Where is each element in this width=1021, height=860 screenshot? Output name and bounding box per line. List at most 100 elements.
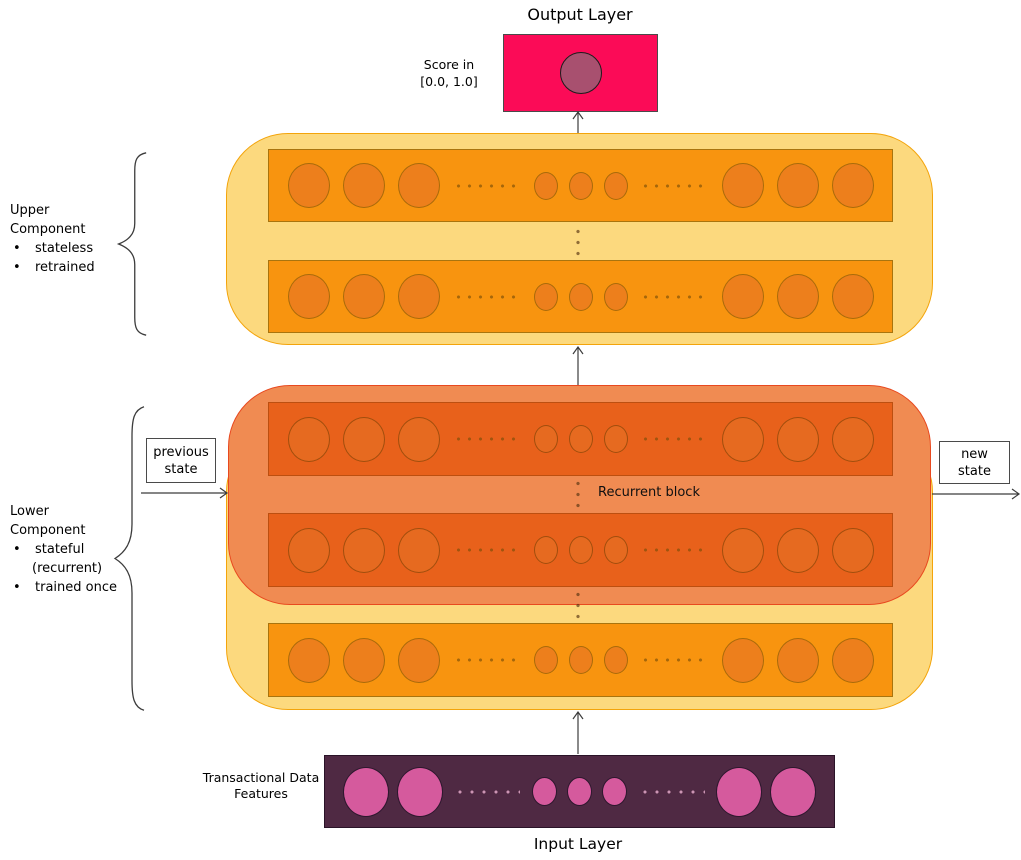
neuron (342, 274, 385, 319)
neuron (287, 416, 330, 462)
arrow-previous-state (141, 487, 229, 499)
neuron (397, 766, 443, 817)
neuron (397, 637, 440, 683)
lower-bullet2-text: trained once (35, 580, 117, 595)
layer-ellipsis-dots (576, 589, 580, 621)
neuron (343, 766, 389, 817)
features-line2: Features (234, 786, 288, 801)
lower-component-brace (107, 402, 147, 715)
neuron (603, 536, 628, 564)
input-layer-box (324, 755, 835, 828)
neuron (397, 527, 440, 573)
neuron (776, 416, 819, 462)
hidden-layer (268, 623, 893, 697)
upper-title-line1: Upper (10, 203, 50, 218)
output-layer-title: Output Layer (527, 5, 633, 24)
input-features-label: Transactional Data Features (198, 770, 324, 802)
arrow-lower-to-upper (572, 345, 584, 385)
bullet-icon: • (13, 260, 21, 275)
features-line1: Transactional Data (202, 770, 320, 785)
neuron (397, 416, 440, 462)
neuron (287, 163, 330, 208)
lower-title-line1: Lower (10, 504, 49, 519)
layer-ellipsis-dots (576, 478, 580, 509)
arrow-new-state (932, 488, 1021, 500)
neuron (721, 527, 764, 573)
upper-title-line2: Component (10, 222, 86, 237)
neuron (603, 646, 628, 674)
neuron (568, 536, 593, 564)
neuron-row (269, 150, 892, 221)
ellipsis-dots (453, 437, 521, 441)
neuron (770, 766, 816, 817)
bullet-icon: • (13, 542, 21, 557)
output-layer-box (503, 34, 658, 112)
previous-state-line1: previous (153, 444, 209, 460)
upper-bullet1: • stateless (10, 239, 128, 258)
ellipsis-dots (639, 789, 705, 794)
neuron (603, 171, 628, 200)
lower-title-line2: Component (10, 523, 86, 538)
score-range-label: Score in [0.0, 1.0] (405, 56, 493, 90)
lower-component-label: Lower Component • stateful (recurrent) •… (10, 502, 128, 597)
neuron (342, 416, 385, 462)
neuron (533, 171, 558, 200)
neuron (603, 425, 628, 453)
neuron (568, 425, 593, 453)
neuron (831, 637, 874, 683)
neuron (568, 646, 593, 674)
new-state-box: new state (939, 441, 1010, 484)
lower-bullet1-text: stateful (35, 542, 85, 557)
ellipsis-dots (453, 183, 521, 188)
lower-bullet1-continuation: (recurrent) (32, 561, 103, 576)
layer-ellipsis-dots (576, 226, 580, 257)
ellipsis-dots (640, 183, 708, 188)
neuron (533, 425, 558, 453)
ellipsis-dots (640, 294, 708, 299)
lower-bullet1: • stateful (10, 540, 128, 559)
neuron (776, 163, 819, 208)
recurrent-layer (268, 513, 893, 587)
new-state-line1: new (961, 446, 988, 462)
ellipsis-dots (453, 548, 521, 552)
neuron (342, 527, 385, 573)
score-label-line2: [0.0, 1.0] (420, 74, 478, 89)
bullet-icon: • (13, 241, 21, 256)
neuron (533, 282, 558, 311)
input-layer-title: Input Layer (533, 835, 623, 853)
neuron (831, 527, 874, 573)
new-state-line2: state (958, 463, 991, 479)
hidden-layer (268, 149, 893, 222)
neuron (397, 163, 440, 208)
neuron (533, 536, 558, 564)
output-neuron (559, 52, 602, 94)
neuron (342, 163, 385, 208)
neuron (716, 766, 762, 817)
neuron (287, 274, 330, 319)
recurrent-block-label: Recurrent block (598, 485, 700, 500)
ellipsis-dots (453, 294, 521, 299)
previous-state-box: previous state (146, 438, 216, 483)
neuron (776, 274, 819, 319)
neuron (776, 637, 819, 683)
neuron (831, 163, 874, 208)
neuron (397, 274, 440, 319)
neuron-row (269, 514, 892, 586)
previous-state-line2: state (164, 461, 198, 477)
ellipsis-dots (454, 789, 520, 794)
hidden-layer (268, 260, 893, 333)
neuron (603, 282, 628, 311)
neuron-row (269, 261, 892, 332)
upper-component-label: Upper Component • stateless • retrained (10, 201, 128, 277)
neuron (831, 416, 874, 462)
neuron-row (269, 624, 892, 696)
lower-bullet2: • trained once (10, 578, 128, 597)
ellipsis-dots (640, 548, 708, 552)
neuron (721, 274, 764, 319)
neuron (721, 416, 764, 462)
neuron (721, 163, 764, 208)
neuron (533, 646, 558, 674)
neuron (342, 637, 385, 683)
ellipsis-dots (453, 658, 521, 662)
